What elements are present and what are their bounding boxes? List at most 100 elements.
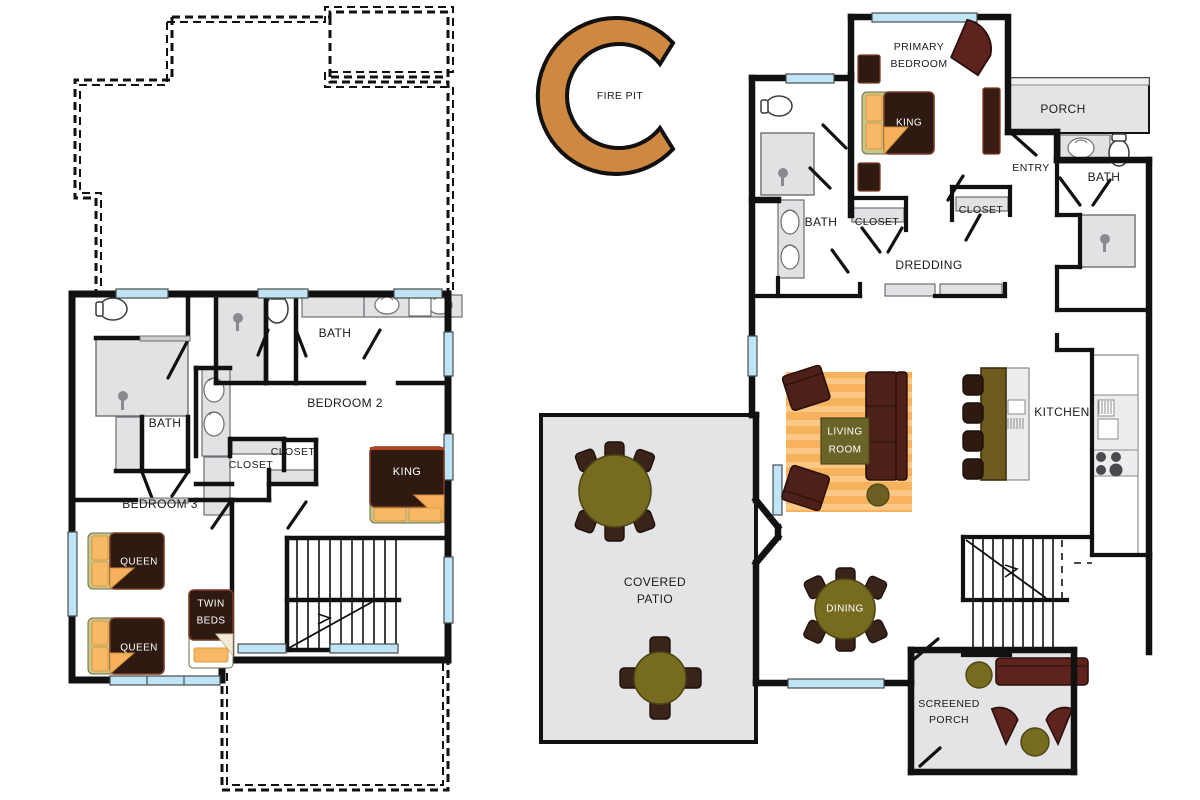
nightstand (857, 54, 881, 84)
faucet-icon (784, 209, 796, 214)
screened-porch: SCREENED PORCH (909, 648, 1089, 774)
sink-basin-icon (1067, 137, 1095, 159)
faucet-icon (784, 244, 796, 249)
primary-bedroom-furniture: KING PRIMARY BEDROOM (857, 18, 1001, 192)
patio-table-8 (574, 441, 656, 542)
window (747, 335, 758, 377)
upper-sliding-doors (139, 335, 191, 504)
main-walls (748, 13, 1153, 776)
shower-stem-icon (121, 396, 124, 410)
room-label-screened-porch-1: SCREENED (918, 698, 980, 710)
burner-icon (1096, 465, 1106, 475)
window (772, 464, 783, 516)
nightstand (857, 162, 881, 192)
room-label-dining: DINING (826, 604, 863, 615)
upper-doors (140, 328, 382, 530)
oven-grill-icon (1098, 401, 1112, 414)
faucet-icon (1074, 139, 1088, 144)
linen-closet-upper (115, 416, 143, 472)
window (443, 331, 454, 377)
barstool[interactable] (962, 402, 984, 424)
sofa-arm (895, 371, 908, 481)
window (115, 288, 169, 299)
shower-primary (760, 132, 815, 196)
room-label-bath-upper-2: BATH (149, 416, 182, 430)
bed-twin: TWIN BEDS (188, 589, 234, 669)
window (329, 643, 399, 654)
bed-label-line1: TWIN (197, 599, 224, 610)
kitchen-island (980, 367, 1007, 481)
armchair-top (781, 364, 831, 412)
patio-table-4 (619, 636, 702, 720)
stairs-upper (288, 538, 397, 650)
fire-pit-ring (535, 16, 676, 176)
dashed-outline-lower-deck-inner (226, 660, 444, 786)
sofa (865, 371, 899, 481)
front-porch: PORCH (1008, 77, 1150, 134)
wall-oven-icon (1097, 418, 1119, 440)
window (393, 288, 443, 299)
window (871, 12, 978, 23)
shower-stem-icon (781, 173, 784, 186)
closet-slider (139, 335, 191, 342)
plan-main-level: COVERED PATIO PORCH SCREENED PORCH (539, 12, 1153, 776)
bed-label: KING (393, 466, 422, 478)
dashed-outline-lower-deck (220, 660, 450, 792)
room-label-closet-hall: CLOSET (959, 204, 1004, 216)
upper-windows (67, 288, 454, 686)
bath-counter-upper (301, 294, 365, 318)
bed-queen-1: QUEEN (87, 532, 165, 591)
bed-label: QUEEN (120, 557, 158, 568)
window (787, 678, 885, 689)
main-windows (747, 12, 978, 689)
window (237, 643, 287, 654)
dashed-outline-below-inner (79, 6, 454, 294)
shower-stem-icon (1103, 239, 1106, 252)
room-label-living-1: LIVING (827, 427, 862, 438)
barstool[interactable] (962, 374, 984, 396)
room-label-porch: PORCH (1040, 102, 1085, 116)
porch-chair (990, 706, 1019, 747)
hall-shelf (884, 283, 936, 297)
oven-icon (1097, 399, 1115, 417)
accent-chair (950, 18, 992, 77)
barstool[interactable] (962, 458, 984, 480)
main-fixtures (760, 95, 1139, 556)
side-table (965, 661, 993, 689)
bed-label: QUEEN (120, 643, 158, 654)
bed-king-bedroom2: KING (369, 446, 445, 525)
bed-label: KING (896, 118, 922, 129)
shower-stem-icon (236, 318, 239, 331)
sink-basin-icon (780, 209, 800, 235)
room-label-closet-upper-1: CLOSET (229, 459, 274, 471)
room-label-primary-2: BEDROOM (890, 58, 947, 70)
room-label-dredding: DREDDING (895, 258, 962, 272)
living-room: LIVING ROOM (781, 364, 912, 512)
window (109, 675, 221, 686)
dashed-outline-below (73, 10, 450, 294)
main-doors (808, 123, 1112, 768)
burner-icon (1109, 463, 1123, 477)
plan-upper-level: KING QUEEN QUEEN TWIN BEDS (67, 6, 463, 792)
window (443, 556, 454, 624)
closet-slider (139, 497, 189, 504)
room-label-closet-primary: CLOSET (855, 216, 900, 228)
faucet-icon (208, 411, 221, 416)
room-label-bath-entry: BATH (1088, 170, 1121, 184)
room-label-primary-1: PRIMARY (894, 41, 944, 53)
dining-group: DINING (803, 567, 888, 652)
burner-icon (1096, 452, 1106, 462)
fire-pit: FIRE PIT (535, 16, 676, 176)
side-table (1020, 727, 1050, 757)
room-label-covered-patio-2: PATIO (637, 592, 673, 606)
window (257, 288, 309, 299)
living-room-label-box (820, 417, 870, 465)
armchair-bottom (781, 464, 831, 512)
window (443, 433, 454, 481)
sink-basin-icon (780, 244, 800, 270)
room-label-living-2: ROOM (829, 445, 862, 456)
dishwasher-icon (1007, 418, 1024, 429)
barstool[interactable] (962, 430, 984, 452)
